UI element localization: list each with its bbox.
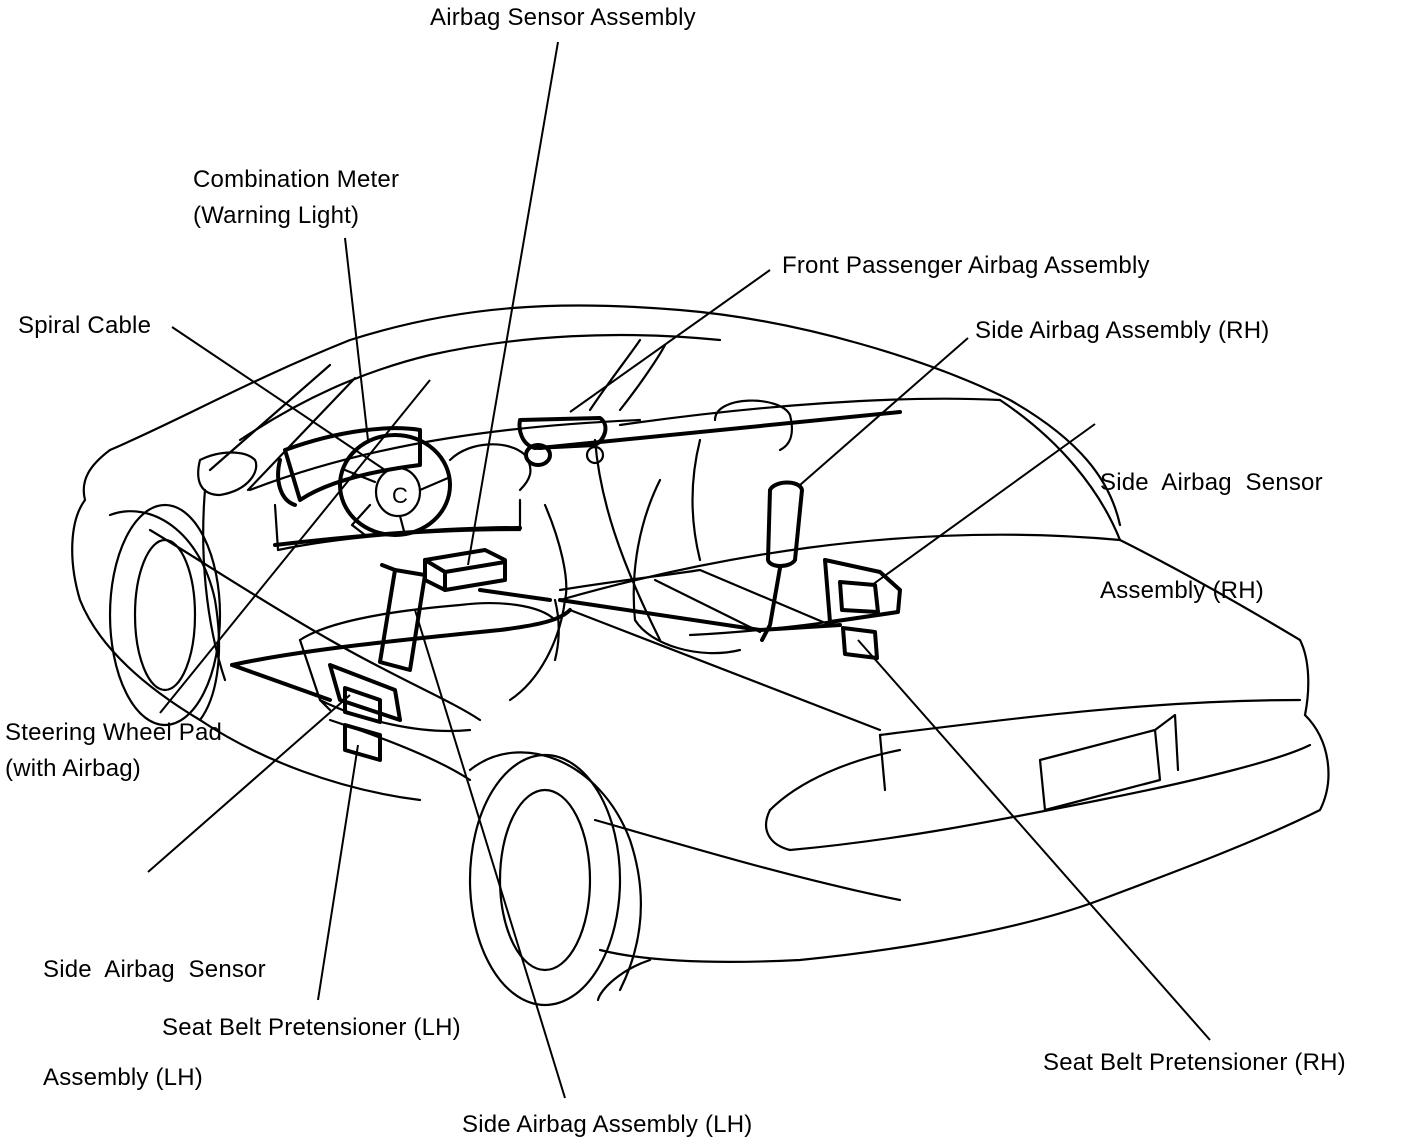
leader-combination-meter <box>344 237 369 441</box>
label-text: Side Airbag Sensor <box>43 956 266 983</box>
leader-steering-wheel-pad <box>159 379 431 714</box>
label-side-airbag-sensor-lh: Side Airbag Sensor Assembly (LH) <box>43 880 266 1132</box>
label-steering-wheel-pad: Steering Wheel Pad (with Airbag) <box>5 715 222 787</box>
seat-belt-pretensioner-rh-part <box>841 626 879 660</box>
label-text: (with Airbag) <box>5 755 141 782</box>
side-airbag-sensor-lh-part <box>328 663 402 724</box>
label-text: Seat Belt Pretensioner (LH) <box>162 1014 461 1041</box>
car-body-outline <box>71 304 1330 1002</box>
seat-belt-pretensioner-lh-part <box>343 723 382 762</box>
label-front-passenger-airbag: Front Passenger Airbag Assembly <box>782 248 1150 284</box>
leader-seat-belt-pretensioner-lh <box>317 744 359 1001</box>
leader-side-airbag-lh <box>414 609 566 1099</box>
steering-wheel: C <box>338 433 452 537</box>
label-spiral-cable: Spiral Cable <box>18 308 151 344</box>
leader-side-airbag-sensor-rh <box>871 423 1096 586</box>
front-wheel <box>108 503 222 727</box>
leader-seat-belt-pretensioner-rh <box>857 639 1211 1041</box>
leader-side-airbag-sensor-lh <box>147 694 351 873</box>
label-text: Side Airbag Assembly (LH) <box>462 1111 753 1138</box>
side-airbag-sensor-rh-part <box>823 558 902 624</box>
label-text: Front Passenger Airbag Assembly <box>782 252 1150 279</box>
label-text: Steering Wheel Pad <box>5 719 223 746</box>
label-text: Combination Meter <box>193 166 400 193</box>
label-text: Assembly (LH) <box>43 1064 203 1091</box>
rear-wheel <box>468 751 643 1007</box>
label-side-airbag-lh: Side Airbag Assembly (LH) <box>462 1107 752 1143</box>
label-text: Spiral Cable <box>18 312 152 339</box>
label-text: Airbag Sensor Assembly <box>430 4 696 31</box>
leader-spiral-cable <box>171 326 386 471</box>
label-text: Assembly (RH) <box>1100 577 1264 604</box>
label-side-airbag-rh: Side Airbag Assembly (RH) <box>975 313 1269 349</box>
leader-front-passenger-airbag <box>569 269 771 413</box>
label-text: (Warning Light) <box>193 202 360 229</box>
label-text: Side Airbag Assembly (RH) <box>975 317 1270 344</box>
label-seat-belt-pretensioner-rh: Seat Belt Pretensioner (RH) <box>1043 1045 1346 1081</box>
front-passenger-airbag-part <box>517 410 902 467</box>
label-text: Seat Belt Pretensioner (RH) <box>1043 1049 1346 1076</box>
leader-lines <box>147 41 1211 1099</box>
label-side-airbag-sensor-rh: Side Airbag Sensor Assembly (RH) <box>1100 393 1323 645</box>
airbag-sensor-part <box>423 548 552 602</box>
label-text: Side Airbag Sensor <box>1100 469 1323 496</box>
label-airbag-sensor-assembly: Airbag Sensor Assembly <box>430 0 696 36</box>
label-seat-belt-pretensioner-lh: Seat Belt Pretensioner (LH) <box>162 1010 461 1046</box>
leader-airbag-sensor <box>467 41 559 566</box>
wiring-harness <box>230 598 842 702</box>
steering-mark-text: C <box>392 483 408 508</box>
label-combination-meter: Combination Meter (Warning Light) <box>193 162 399 234</box>
side-airbag-rh-part <box>760 480 804 642</box>
side-airbag-lh-part <box>378 563 427 672</box>
leader-side-airbag-rh <box>799 337 969 486</box>
